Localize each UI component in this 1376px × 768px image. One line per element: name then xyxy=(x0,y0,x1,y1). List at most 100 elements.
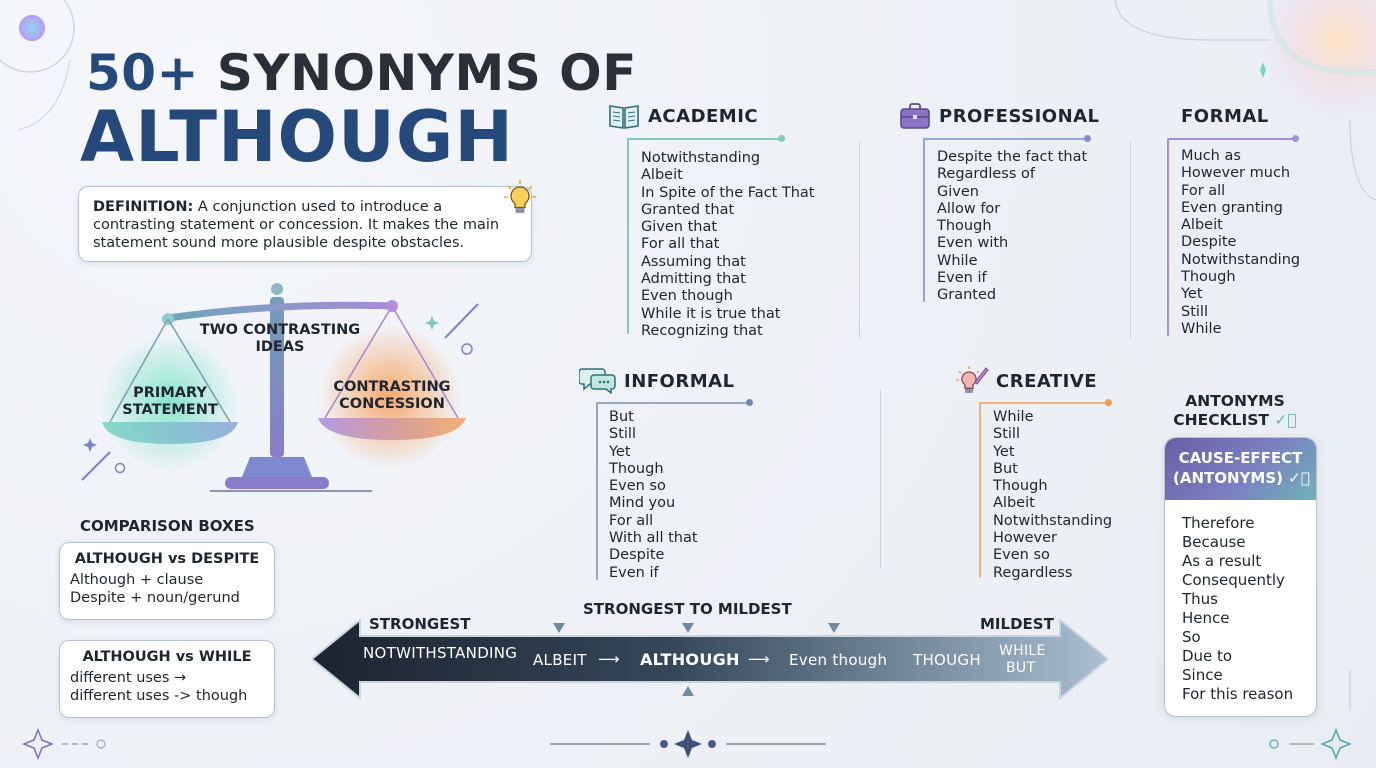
academic-accent-line xyxy=(627,138,629,334)
strength-word: ALBEIT xyxy=(533,651,587,669)
list-item: Given xyxy=(937,183,979,200)
list-item: For all xyxy=(1181,182,1226,199)
column-divider xyxy=(880,390,881,568)
list-item: Even if xyxy=(609,564,659,581)
professional-rule xyxy=(924,138,1086,140)
page-title-line1: 50+ SYNONYMS OF xyxy=(86,44,637,102)
informal-rule-dot xyxy=(746,399,753,406)
page-title-main: ALTHOUGH xyxy=(80,96,514,178)
list-item: Yet xyxy=(993,443,1015,460)
book-icon xyxy=(609,105,639,129)
list-item: Even so xyxy=(609,478,666,495)
category-title-academic: ACADEMIC xyxy=(648,106,759,127)
list-item: Still xyxy=(609,426,636,443)
list-item: Much as xyxy=(1181,148,1241,164)
formal-rule-dot xyxy=(1292,135,1299,142)
list-item: Yet xyxy=(609,443,631,460)
list-item: Regardless xyxy=(993,564,1073,581)
pointer-down-icon xyxy=(828,623,840,633)
list-item: Albeit xyxy=(993,495,1035,512)
creative-accent-line xyxy=(979,402,981,578)
list-item: In Spite of the Fact That xyxy=(641,184,815,201)
list-item: Therefore xyxy=(1182,514,1255,532)
list-item: Even granting xyxy=(1181,199,1283,216)
antonyms-heading: ANTONYMS CHECKLIST ✓⃝ xyxy=(1170,392,1300,430)
list-item: Even so xyxy=(993,547,1050,564)
chat-bubbles-icon xyxy=(579,368,616,394)
list-item: However xyxy=(993,530,1058,547)
comparison-line: different uses -> though xyxy=(70,688,248,704)
list-item: Regardless of xyxy=(937,166,1035,183)
strength-word: BUT xyxy=(1006,660,1036,676)
definition-box: DEFINITION: A conjunction used to introd… xyxy=(78,186,532,262)
list-item: Despite the fact that xyxy=(937,149,1088,165)
category-title-creative: CREATIVE xyxy=(996,371,1098,392)
title-rest: SYNONYMS OF xyxy=(198,44,637,102)
antonyms-box: CAUSE-EFFECT (ANTONYMS) ✓⃝ Therefore Bec… xyxy=(1164,437,1317,717)
creative-rule xyxy=(980,402,1108,404)
list-item: Since xyxy=(1182,666,1223,684)
academic-list: Notwithstanding Albeit In Spite of the F… xyxy=(641,150,815,340)
antonyms-box-header: CAUSE-EFFECT (ANTONYMS) ✓⃝ xyxy=(1165,438,1316,500)
creative-rule-dot xyxy=(1105,399,1112,406)
briefcase-icon xyxy=(900,103,930,129)
list-item: For all that xyxy=(641,236,720,253)
formal-list: Much as However much For all Even granti… xyxy=(1181,148,1300,338)
list-item: Notwithstanding xyxy=(641,150,761,166)
list-item: Given that xyxy=(641,219,718,236)
comparison-box-title: ALTHOUGH vs DESPITE xyxy=(74,551,260,567)
column-divider xyxy=(859,142,860,338)
list-item: Despite xyxy=(609,547,665,564)
comparison-box-while: ALTHOUGH vs WHILE different uses → diffe… xyxy=(59,640,275,718)
comparison-box-title: ALTHOUGH vs WHILE xyxy=(82,649,252,665)
pointer-down-icon xyxy=(553,623,565,633)
list-item: Albeit xyxy=(641,167,683,184)
list-item: Thus xyxy=(1182,590,1218,608)
informal-rule xyxy=(597,402,749,404)
definition-text: A conjunction used to introduce a contra… xyxy=(93,199,500,251)
comparison-line: Although + clause xyxy=(70,572,204,588)
list-item: Though xyxy=(609,460,664,477)
list-item: With all that xyxy=(609,530,698,547)
informal-accent-line xyxy=(596,402,598,580)
scale-center-label: TWO CONTRASTING IDEAS xyxy=(199,322,361,355)
list-item: Though xyxy=(993,478,1048,495)
list-item: Because xyxy=(1182,533,1246,551)
list-item: Hence xyxy=(1182,609,1230,627)
antonyms-box-title-line2: (ANTONYMS) xyxy=(1173,469,1284,487)
formal-rule xyxy=(1168,138,1294,140)
list-item: Granted that xyxy=(641,201,735,218)
list-item: Still xyxy=(1181,303,1208,320)
strength-word: THOUGH xyxy=(913,651,981,669)
list-item: Notwithstanding xyxy=(993,512,1113,529)
professional-list: Despite the fact that Regardless of Give… xyxy=(937,149,1087,305)
list-item: While xyxy=(937,252,978,269)
professional-accent-line xyxy=(923,138,925,302)
strength-word: Even though xyxy=(789,651,888,669)
list-item: Despite xyxy=(1181,234,1237,251)
strength-right-label: MILDEST xyxy=(980,615,1054,633)
list-item: Due to xyxy=(1182,647,1233,665)
antonyms-box-title-line1: CAUSE-EFFECT xyxy=(1178,449,1303,467)
list-item: As a result xyxy=(1182,552,1262,570)
strength-left-label: STRONGEST xyxy=(369,615,471,633)
comparison-line: different uses → xyxy=(70,670,187,686)
list-item: Notwithstanding xyxy=(1181,251,1301,268)
title-number: 50+ xyxy=(86,44,199,102)
comparison-line: Despite + noun/gerund xyxy=(70,590,240,606)
list-item: Though xyxy=(1181,269,1236,286)
category-title-formal: FORMAL xyxy=(1181,106,1269,127)
category-title-professional: PROFESSIONAL xyxy=(939,106,1100,127)
list-item: Even with xyxy=(937,235,1009,252)
antonyms-list: Therefore Because As a result Consequent… xyxy=(1165,500,1316,704)
antonyms-heading-line2: CHECKLIST xyxy=(1173,411,1269,429)
list-item: Assuming that xyxy=(641,253,746,270)
category-title-informal: INFORMAL xyxy=(624,371,735,392)
strength-word: NOTWITHSTANDING xyxy=(363,644,518,662)
list-item: But xyxy=(993,460,1018,477)
list-item: Recognizing that xyxy=(641,322,763,339)
strength-word: WHILE xyxy=(999,643,1046,659)
list-item: Granted xyxy=(937,287,997,304)
list-item: So xyxy=(1182,628,1201,646)
formal-accent-line xyxy=(1167,138,1169,336)
